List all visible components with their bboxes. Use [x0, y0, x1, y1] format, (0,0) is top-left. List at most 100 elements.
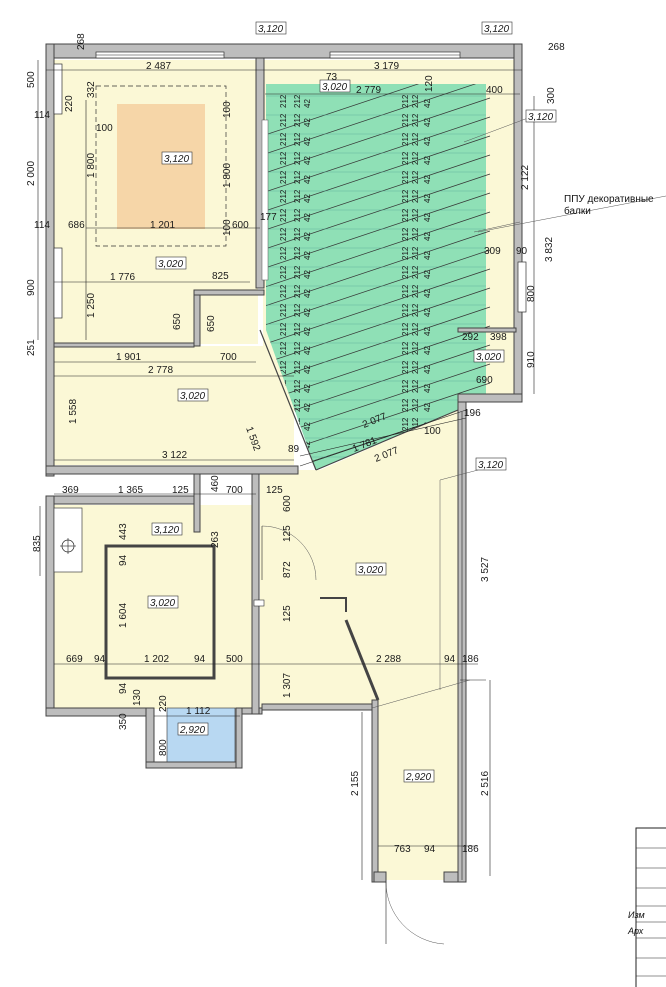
slat-label: 212 — [279, 189, 288, 203]
slat-label: 212 — [401, 303, 410, 317]
dim-text: 100 — [424, 426, 441, 437]
beam-line — [266, 306, 491, 384]
beam-line — [266, 325, 491, 403]
slat-label: 212 — [293, 189, 302, 203]
beam-line — [266, 230, 491, 308]
dim-text: 220 — [158, 695, 169, 712]
slat-label: 212 — [279, 170, 288, 184]
callout-text-1: ППУ декоративные — [564, 194, 654, 205]
beam-line — [266, 116, 491, 194]
dim-text: 350 — [118, 713, 129, 730]
wall-bed-bottom — [53, 342, 195, 348]
slat-label: 212 — [401, 170, 410, 184]
level-mark: 3,120 — [258, 24, 283, 35]
dim-text: 1 250 — [86, 293, 97, 318]
dim-text: 2 122 — [520, 165, 531, 190]
dim-text: 125 — [172, 485, 189, 496]
beam-line — [266, 192, 491, 270]
slat-label: 42 — [303, 213, 312, 222]
slat-label: 212 — [293, 170, 302, 184]
slat-label: 212 — [411, 303, 420, 317]
dim-text: 500 — [226, 654, 243, 665]
wall-corr-left — [371, 699, 379, 883]
doors — [253, 525, 445, 945]
slat-label: 212 — [411, 284, 420, 298]
slat-label: 212 — [401, 265, 410, 279]
level-mark: 3,020 — [476, 352, 501, 363]
slat-label: 212 — [293, 398, 302, 412]
slat-label: 42 — [423, 213, 432, 222]
slat-label: 42 — [303, 175, 312, 184]
slat-label: 212 — [411, 265, 420, 279]
dim-text: 100 — [222, 101, 233, 118]
dim-text: 500 — [26, 71, 37, 88]
slat-label: 212 — [293, 360, 302, 374]
dim-text: 800 — [158, 739, 169, 756]
dim-text: 2 000 — [26, 161, 37, 186]
dim-text: 186 — [462, 654, 479, 665]
slat-label: 212 — [411, 113, 420, 127]
slat-label: 42 — [423, 232, 432, 241]
dim-text: 2 288 — [376, 654, 401, 665]
slat-label: 42 — [303, 327, 312, 336]
dim-text: 251 — [26, 339, 37, 356]
title-block-row1: Изм — [628, 910, 645, 920]
level-mark: 3,020 — [158, 259, 183, 270]
slat-label: 212 — [293, 113, 302, 127]
slat-label: 42 — [303, 289, 312, 298]
dim-text: 94 — [424, 844, 436, 855]
slat-label: 42 — [303, 365, 312, 374]
slat-label: 212 — [411, 398, 420, 412]
dim-text: 3 179 — [374, 61, 399, 72]
beam-line — [266, 154, 491, 232]
slat-label: 42 — [423, 346, 432, 355]
slat-label: 42 — [303, 270, 312, 279]
dim-text: 332 — [86, 81, 97, 98]
dim-text: 2 778 — [148, 365, 173, 376]
dim-text: 196 — [464, 408, 481, 419]
slat-label: 42 — [423, 118, 432, 127]
dim-text: 398 — [490, 332, 507, 343]
dim-text: 1 202 — [144, 654, 169, 665]
radiator-2 — [53, 247, 63, 319]
slat-label: 42 — [303, 156, 312, 165]
slat-label: 42 — [423, 175, 432, 184]
slat-label: 42 — [423, 308, 432, 317]
slat-label: 212 — [293, 227, 302, 241]
dim-text: 125 — [266, 485, 283, 496]
dim-text: 94 — [118, 554, 129, 566]
slat-label: 212 — [293, 151, 302, 165]
level-marks: 3,120 3,120 3,020 3,120 3,120 3,020 3,02… — [147, 21, 557, 783]
slat-label: 212 — [411, 151, 420, 165]
slat-label: 212 — [411, 208, 420, 222]
slat-label: 212 — [411, 322, 420, 336]
level-mark: 3,120 — [164, 154, 189, 165]
slat-label: 212 — [401, 113, 410, 127]
dim-text: 1 558 — [68, 399, 79, 424]
slat-label: 212 — [293, 246, 302, 260]
slat-label: 42 — [423, 251, 432, 260]
wall-niche-top — [193, 289, 265, 296]
dim-text: 690 — [476, 375, 493, 386]
column-2 — [373, 871, 387, 883]
dim-text: 1 365 — [118, 485, 143, 496]
dim-text: 94 — [194, 654, 206, 665]
slat-label: 212 — [401, 379, 410, 393]
wall-right-bottom — [457, 393, 523, 403]
dim-text: 872 — [282, 561, 293, 578]
slat-label: 212 — [279, 322, 288, 336]
dim-text: 292 — [462, 332, 479, 343]
dim-text: 2 779 — [356, 85, 381, 96]
dim-text: 400 — [486, 85, 503, 96]
wall-shower-left — [145, 707, 155, 769]
slat-label: 212 — [411, 189, 420, 203]
slat-label: 212 — [279, 360, 288, 374]
dim-text: 443 — [118, 523, 129, 540]
slat-label: 42 — [423, 289, 432, 298]
wall-bath-bottom — [45, 707, 147, 717]
bathroom-items — [53, 507, 216, 680]
dim-text: 763 — [394, 844, 411, 855]
dim-text: 650 — [172, 313, 183, 330]
dim-text: 700 — [226, 485, 243, 496]
